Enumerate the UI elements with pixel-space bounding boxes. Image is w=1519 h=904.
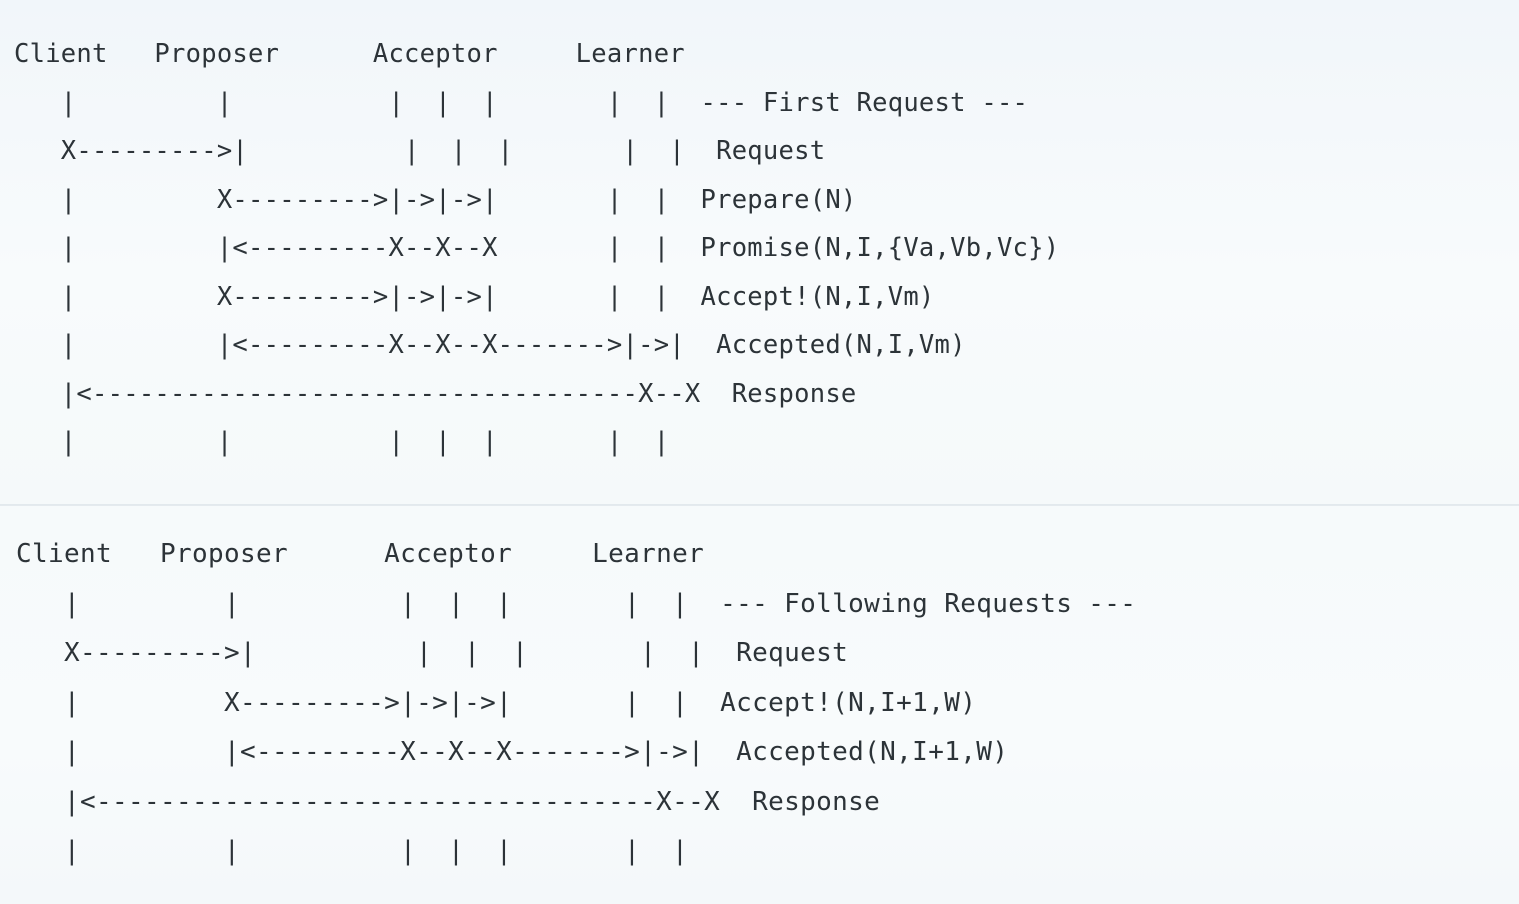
ascii-art-following-requests: Client Proposer Acceptor Learner | | | |… bbox=[16, 539, 1137, 867]
panel-divider bbox=[0, 504, 1519, 506]
panel-first-request: Client Proposer Acceptor Learner | | | |… bbox=[0, 0, 1519, 505]
panel-following-requests: Client Proposer Acceptor Learner | | | |… bbox=[0, 505, 1519, 904]
ascii-art-first-request: Client Proposer Acceptor Learner | | | |… bbox=[14, 39, 1060, 457]
